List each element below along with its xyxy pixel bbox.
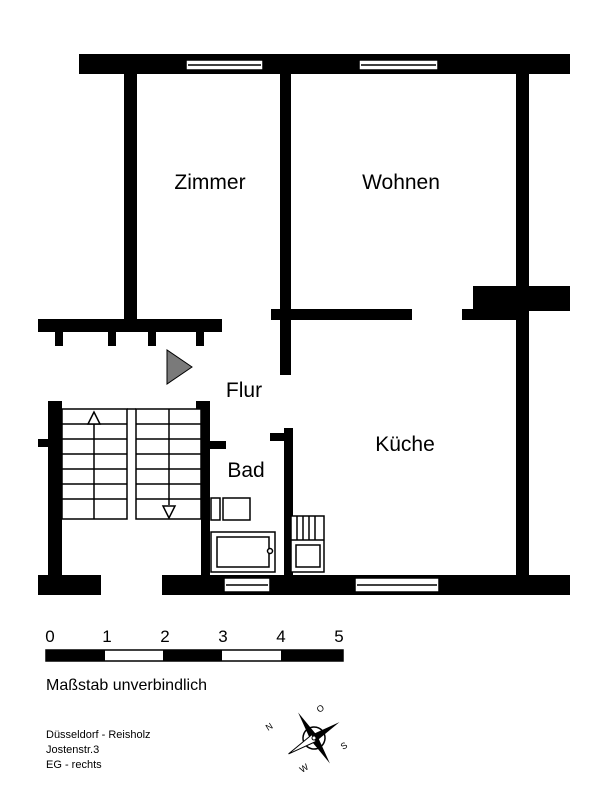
scale-tick-1: 1 [102, 627, 111, 646]
wall-right-lower [516, 311, 529, 576]
bad-cabinet-1 [210, 497, 221, 521]
stairs [61, 408, 202, 520]
wall-bottom-left [38, 575, 101, 595]
address-street: Jostenstr.3 [46, 744, 100, 756]
wall-zimmer-left [124, 54, 137, 322]
wall-right-upper [516, 54, 529, 286]
address-city: Düsseldorf - Reisholz [46, 729, 151, 741]
wall-stub-4 [196, 332, 204, 346]
wall-stair-right-stub [196, 401, 210, 409]
wall-zimmer-wohnen [280, 54, 291, 310]
wall-stub-1 [55, 332, 63, 346]
bad-cabinet-2 [222, 497, 251, 521]
address-block: Düsseldorf - Reisholz Jostenstr.3 EG - r… [46, 728, 151, 773]
wall-flur-kueche-upper [280, 320, 291, 375]
scale-tick-5: 5 [334, 627, 343, 646]
windows [185, 59, 440, 593]
wall-stub-2 [108, 332, 116, 346]
wall-bad-top-stub [270, 433, 290, 441]
wall-stair-left-stub [38, 439, 52, 447]
wall-bad-left-stub [208, 441, 226, 449]
walls [38, 54, 570, 595]
bathtub-inner [216, 536, 270, 568]
scale-bar: 0 1 2 3 4 5 [45, 627, 344, 662]
room-label-flur: Flur [226, 379, 262, 402]
scale-tick-4: 4 [276, 627, 285, 646]
fixtures [210, 497, 325, 573]
wall-wohnen-kueche-right [462, 309, 522, 320]
scale-tick-2: 2 [160, 627, 169, 646]
wall-bad-kueche [284, 428, 293, 576]
stair-up-arrow [86, 410, 102, 425]
entry-arrow-icon [166, 349, 193, 385]
wall-right-block [473, 286, 570, 311]
wall-top [79, 54, 570, 74]
scale-disclaimer: Maßstab unverbindlich [46, 677, 207, 694]
compass-s: S [339, 740, 349, 752]
compass-icon [288, 712, 340, 764]
address-unit: EG - rechts [46, 759, 102, 771]
scale-tick-0: 0 [45, 627, 54, 646]
compass-w: W [298, 761, 311, 774]
scale-segment-3 [163, 650, 222, 661]
room-label-kueche: Küche [375, 433, 435, 456]
kueche-stove-door [295, 544, 321, 568]
room-label-bad: Bad [227, 459, 264, 482]
wall-stair-left [48, 401, 62, 576]
scale-segment-1 [46, 650, 105, 661]
scale-segment-5 [281, 650, 343, 661]
scale-tick-3: 3 [218, 627, 227, 646]
room-label-wohnen: Wohnen [362, 171, 440, 194]
wall-zimmer-bottom [38, 319, 222, 332]
wall-stair-right [201, 401, 210, 576]
room-label-zimmer: Zimmer [174, 171, 245, 194]
compass-o: O [315, 702, 326, 714]
compass-n: N [264, 721, 275, 733]
wall-wohnen-kueche [271, 309, 412, 320]
bathtub-drain [266, 547, 274, 555]
wall-stub-3 [148, 332, 156, 346]
stair-down-arrow [161, 505, 177, 520]
